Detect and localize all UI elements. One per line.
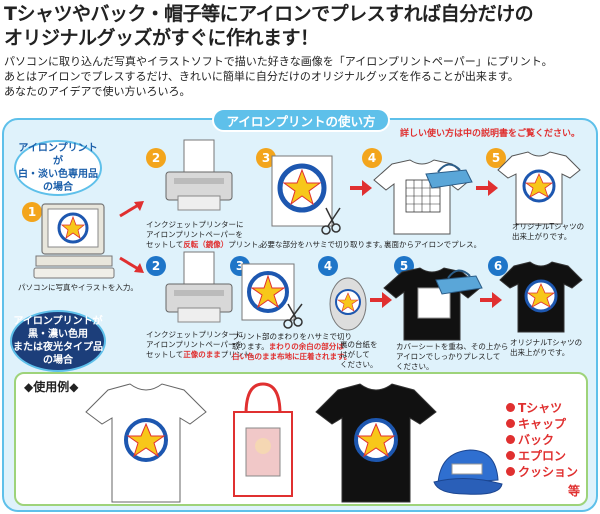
top-step-5-caption-line-1: オリジナルTシャツの [512,222,585,231]
step-1-caption: パソコンに写真やイラストを入力。 [18,283,138,292]
black-tshirt-iron-illustration [383,267,483,341]
usage-item: キャップ [506,416,578,432]
arrow-icon [350,180,372,196]
top-step-2-caption: インクジェットプリンターに アイロンプリントペーパーを セットして反転（鏡像）プ… [146,220,266,250]
scissors-icon [321,207,341,235]
usage-item: クッション [506,464,578,480]
bottom-step-2-caption-set: セットして [146,350,184,359]
bottom-step-6-caption: オリジナルTシャツの 出来上がりです。 [510,338,582,358]
bottom-step-3-caption-line-3: 白い色のまま布地に圧着されます。 [232,352,352,361]
panel-title: アイロンプリントの使い方 [212,108,390,132]
peel-backing-illustration [329,277,367,331]
usage-item: エプロン [506,448,578,464]
category-white-line-3: の場合 [43,182,73,193]
category-dark-label: アイロンプリントが 黒・濃い色用 または夜光タイプ品 の場合 [10,310,106,372]
iron-icon [425,163,473,189]
iron-icon [435,269,483,295]
tote-bag-example [233,382,293,497]
category-dark-line-3: または夜光タイプ品 [13,342,103,353]
bottom-step-4-caption-line-3: ください。 [340,360,378,369]
print-sheet-illustration [241,263,303,329]
arrow-icon [476,180,498,196]
bottom-step-5-caption-line-2: アイロンでしっかりプレスして [396,352,501,361]
top-step-2-caption-line-3: セットして反転（鏡像）プリント。 [146,240,266,250]
top-step-2-caption-line-1: インクジェットプリンターに [146,220,244,229]
bottom-step-6-number: 6 [488,256,508,276]
white-tshirt-example [85,383,207,503]
top-step-2-number: 2 [146,148,166,168]
bottom-step-2-caption-line-1: インクジェットプリンターに [146,330,244,339]
usage-example-title: ◆使用例◆ [24,380,79,394]
headline-line-2: オリジナルグッズがすぐに作れます！ [4,27,319,49]
detail-note: 詳しい使い方は中の説明書をご覧ください。 [400,129,581,139]
arrow-icon [370,292,392,308]
bottom-step-4-caption-line-2: はがして [340,350,370,359]
headline-line-1: Tシャツやバック・帽子等にアイロンでプレスすれば自分だけの [4,3,534,25]
top-step-2-caption-print: プリント。 [228,240,266,249]
headline: Tシャツやバック・帽子等にアイロンでプレスすれば自分だけの オリジナルグッズがす… [4,2,534,50]
printer-illustration [165,139,233,211]
bottom-step-3-caption-line-1: プリント部のまわりをハサミで切り [232,332,352,341]
black-tshirt-result-illustration [499,261,583,333]
category-dark-line-4: の場合 [43,355,73,366]
scissors-icon [283,303,303,329]
bottom-step-2-caption-print: プリント。 [220,350,259,359]
category-white-label: アイロンプリントが 白・淡い色専用品 の場合 [14,140,102,196]
category-dark-line-1: アイロンプリントが [13,316,103,327]
print-sheet-illustration [271,155,341,235]
intro-line-2: あとはアイロンでプレスするだけ、きれいに簡単に自分だけのオリジナルグッズを作るこ… [4,70,519,83]
printer-illustration [165,251,233,323]
top-step-3-caption: 必要な部分をハサミで切り取ります。 [260,240,387,249]
top-step-5-number: 5 [486,148,506,168]
bottom-step-6-caption-line-2: 出来上がりです。 [510,348,570,357]
intro-line-1: パソコンに取り込んだ写真やイラストソフトで描いた好きな画像を「アイロンプリントペ… [4,55,553,68]
top-step-2-caption-line-2: アイロンプリントペーパーを [146,230,243,239]
bottom-step-3-caption-margin: まわりの余白の部分は [268,342,344,351]
black-tshirt-example [315,383,437,503]
bottom-step-2-caption: インクジェットプリンターに アイロンプリントペーパーを セットして正像のままプリ… [146,330,258,360]
top-step-4-caption: 裏面からアイロンでプレス。 [384,240,482,249]
top-step-3-number: 3 [256,148,276,168]
top-step-5-caption-line-2: 出来上がりです。 [512,232,572,241]
bottom-step-4-caption-line-1: 裏の台紙を [340,340,378,349]
arrow-icon [480,292,502,308]
bottom-step-5-caption-line-3: ください。 [396,362,434,371]
arrow-icon [119,201,144,218]
top-step-4-number: 4 [362,148,382,168]
bottom-step-5-caption-line-1: カバーシートを重ね、その上から [396,342,509,351]
category-white-line-2: 白・淡い色専用品 [18,169,98,180]
usage-etc: 等 [568,484,581,498]
top-step-2-caption-mirror: 反転（鏡像） [183,240,229,249]
computer-illustration [33,203,115,279]
cap-example [433,449,503,495]
bottom-step-2-number: 2 [146,256,166,276]
usage-item: バック [506,432,578,448]
bottom-step-3-caption-line-2: 取ります。まわりの余白の部分は [232,342,352,352]
bottom-step-6-caption-line-1: オリジナルTシャツの [510,338,583,347]
category-dark-line-2: 黒・濃い色用 [28,329,88,340]
tshirt-iron-illustration [373,159,473,235]
top-step-2-caption-set: セットして [146,240,184,249]
bottom-step-2-caption-line-2: アイロンプリントペーパーを [146,340,243,349]
bottom-step-5-caption: カバーシートを重ね、その上から アイロンでしっかりプレスして ください。 [396,342,508,372]
bottom-step-4-number: 4 [318,256,338,276]
usage-list: Tシャツ キャップ バック エプロン クッション [506,400,578,480]
usage-item: Tシャツ [506,400,578,416]
bottom-step-2-caption-normal: 正像のまま [183,350,221,359]
top-step-5-caption: オリジナルTシャツの 出来上がりです。 [512,222,584,242]
intro-line-3: あなたのアイデアで使い方いろいろ。 [4,85,191,98]
arrow-icon [119,256,144,273]
step-1-number: 1 [22,202,42,222]
bottom-step-4-caption: 裏の台紙を はがして ください。 [340,340,378,370]
white-tshirt-result-illustration [497,151,581,225]
category-white-line-1: アイロンプリントが [18,143,98,167]
bottom-step-3-caption: プリント部のまわりをハサミで切り 取ります。まわりの余白の部分は 白い色のまま布… [232,332,352,362]
intro-text: パソコンに取り込んだ写真やイラストソフトで描いた好きな画像を「アイロンプリントペ… [4,54,553,99]
bottom-step-2-caption-line-3: セットして正像のままプリント。 [146,350,258,360]
bottom-step-3-caption-take: 取ります。 [232,342,269,351]
